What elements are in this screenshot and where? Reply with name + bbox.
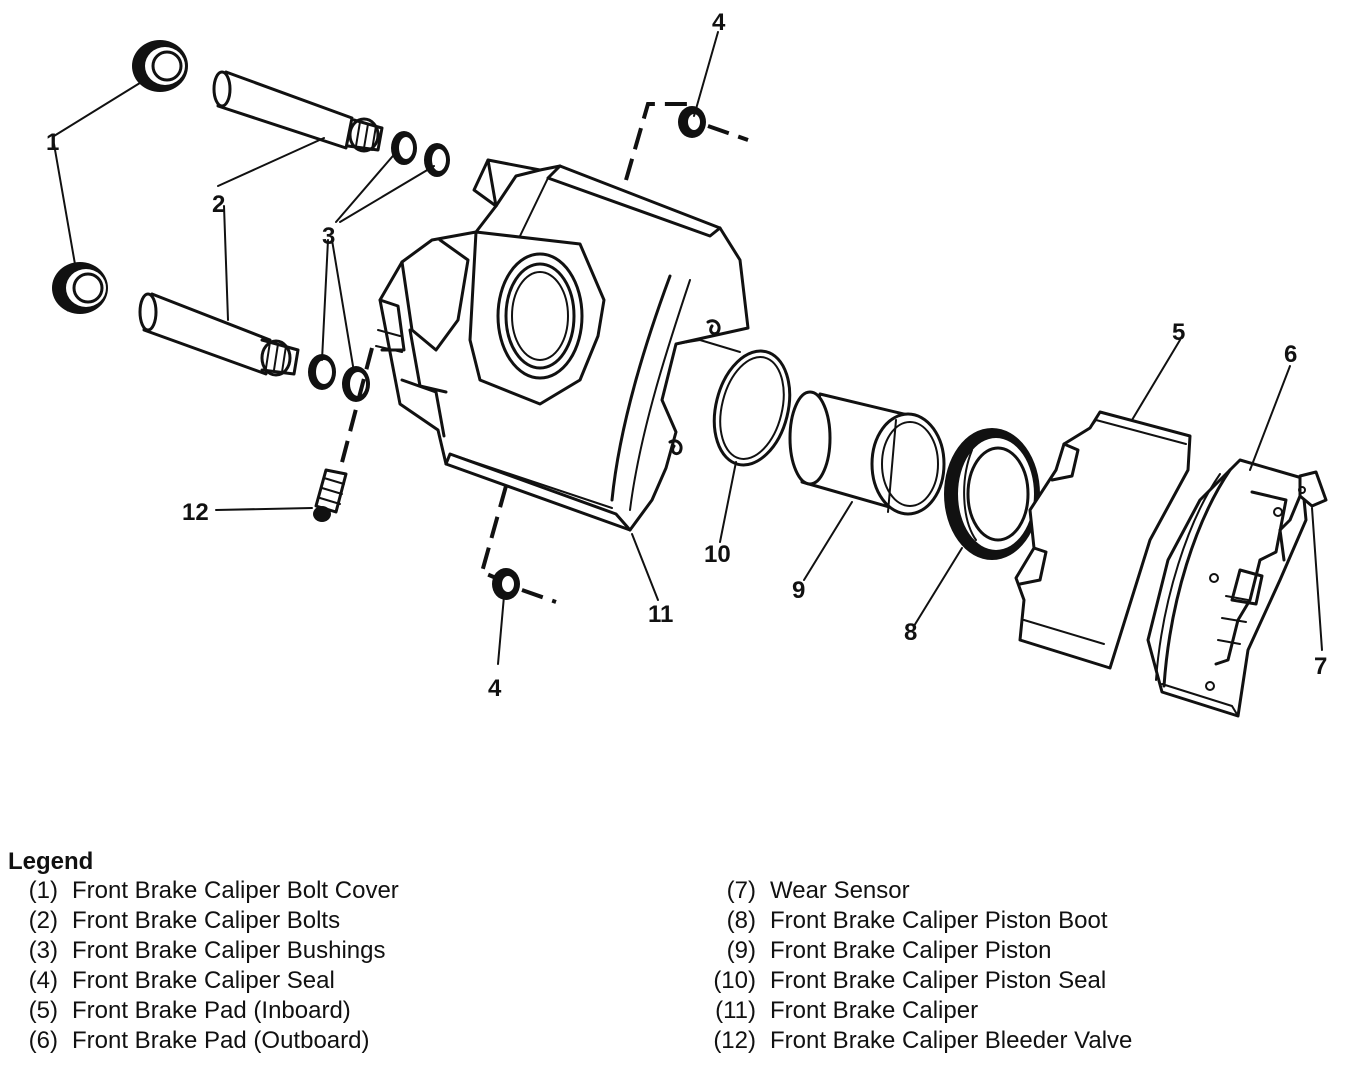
brake-caliper-body: [375, 158, 750, 532]
brake-pad-inboard: [1014, 410, 1192, 670]
legend-item: (9) Front Brake Caliper Piston: [708, 936, 1132, 966]
legend-item-label: Front Brake Caliper Piston Boot: [770, 907, 1108, 934]
legend-item: (3) Front Brake Caliper Bushings: [24, 936, 399, 966]
leader-lines: [53, 31, 1323, 665]
caliper-bolt-lower: [138, 292, 300, 377]
legend-item-label: Wear Sensor: [770, 877, 910, 904]
callout-1: 1: [46, 129, 59, 156]
legend-item-number: (7): [726, 877, 756, 904]
callout-9: 9: [792, 577, 805, 604]
legend-item-number: (12): [713, 1027, 756, 1054]
caliper-seal-upper: [624, 102, 749, 181]
caliper-bushing-upper-b: [424, 143, 450, 177]
callout-10: 10: [704, 541, 731, 568]
callout-5: 5: [1172, 319, 1185, 346]
legend-item-number: (2): [28, 907, 58, 934]
legend-column-right: (7) Wear Sensor (8) Front Brake Caliper Pi…: [708, 876, 1132, 1056]
legend-item: (8) Front Brake Caliper Piston Boot: [708, 906, 1132, 936]
callout-6: 6: [1284, 341, 1297, 368]
legend-item: (2) Front Brake Caliper Bolts: [24, 906, 399, 936]
legend-item-label: Front Brake Caliper Bleeder Valve: [770, 1027, 1133, 1054]
legend-item-label: Front Brake Caliper Bolts: [72, 907, 341, 934]
caliper-bushing-lower-b: [342, 366, 370, 402]
legend-item-label: Front Brake Caliper Bushings: [72, 937, 386, 964]
callout-12: 12: [182, 499, 209, 526]
legend-item-label: Front Brake Caliper: [770, 997, 979, 1024]
legend-item-number: (3): [28, 937, 58, 964]
legend-item: (6) Front Brake Pad (Outboard): [24, 1026, 399, 1056]
piston-seal: [712, 349, 792, 467]
legend-item: (12) Front Brake Caliper Bleeder Valve: [708, 1026, 1132, 1056]
wear-sensor: [1278, 470, 1328, 562]
callout-7: 7: [1314, 653, 1327, 680]
legend-item-label: Front Brake Caliper Bolt Cover: [72, 877, 399, 904]
legend-item: (1) Front Brake Caliper Bolt Cover: [24, 876, 399, 906]
caliper-bolt-cover-upper: [132, 40, 188, 92]
legend-item-label: Front Brake Caliper Piston: [770, 937, 1052, 964]
legend-column-left: (1) Front Brake Caliper Bolt Cover (2) Fro…: [24, 876, 399, 1056]
caliper-bolt-cover-lower: [52, 262, 108, 314]
legend-item-number: (11): [715, 997, 756, 1024]
legend-item-number: (5): [28, 997, 58, 1024]
callout-4-upper: 4: [712, 9, 726, 36]
caliper-piston: [788, 390, 946, 516]
legend-item-number: (4): [28, 967, 58, 994]
legend-item-number: (8): [726, 907, 756, 934]
piston-boot: [944, 428, 1040, 560]
caliper-bushing-lower-a: [308, 354, 336, 390]
callout-8: 8: [904, 619, 917, 646]
callout-11: 11: [648, 601, 673, 628]
legend-item: (11) Front Brake Caliper: [708, 996, 1132, 1026]
legend: Legend (1) Front Brake Caliper Bolt Cover…: [8, 842, 1348, 1078]
legend-item-number: (10): [713, 967, 756, 994]
callout-4-lower: 4: [488, 675, 502, 702]
caliper-bushing-upper-a: [391, 131, 417, 165]
legend-item-label: Front Brake Caliper Seal: [72, 967, 335, 994]
legend-item-number: (6): [28, 1027, 58, 1054]
callout-2: 2: [212, 191, 225, 218]
legend-item: (5) Front Brake Pad (Inboard): [24, 996, 399, 1026]
legend-item: (7) Wear Sensor: [708, 876, 1132, 906]
caliper-seal-lower: [479, 485, 557, 604]
legend-item-number: (1): [28, 877, 58, 904]
caliper-bolt-upper: [212, 70, 384, 153]
legend-item: (4) Front Brake Caliper Seal: [24, 966, 399, 996]
bleeder-valve: [313, 347, 374, 522]
legend-item: (10) Front Brake Caliper Piston Seal: [708, 966, 1132, 996]
legend-item-label: Front Brake Pad (Inboard): [72, 997, 351, 1024]
legend-title: Legend: [8, 848, 94, 875]
legend-item-label: Front Brake Caliper Piston Seal: [770, 967, 1107, 994]
exploded-brake-caliper-diagram: 1 2 3 4 4 5 6 7 8 9 10 11 12: [46, 9, 1328, 718]
legend-item-number: (9): [726, 937, 756, 964]
callout-3: 3: [322, 223, 335, 250]
legend-item-label: Front Brake Pad (Outboard): [72, 1027, 370, 1054]
brake-pad-outboard: [1146, 458, 1308, 718]
